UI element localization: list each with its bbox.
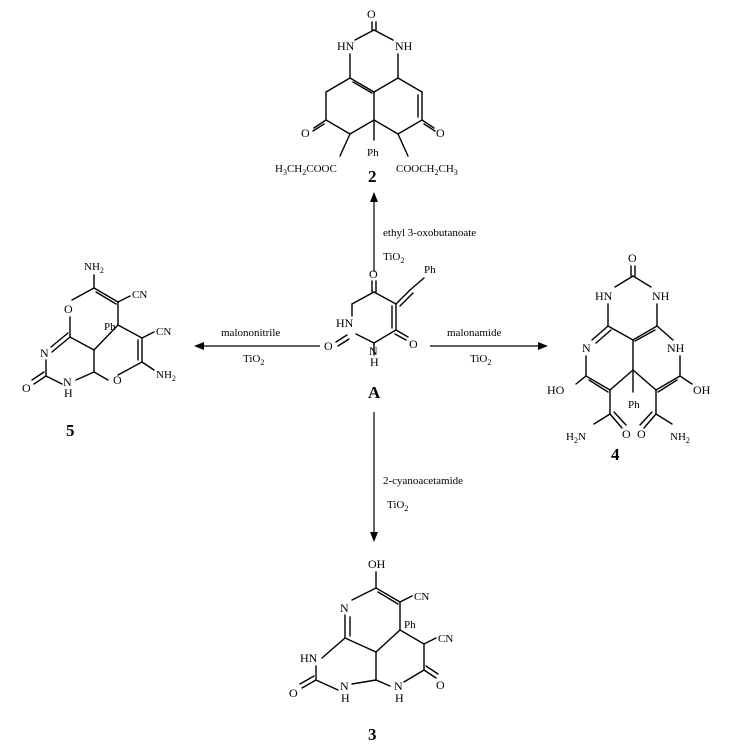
- compound-4: O HN NH N HO NH OH Ph: [547, 251, 711, 464]
- reagent-bottom-catalyst: TiO2: [387, 499, 408, 513]
- arrow-left: [194, 342, 320, 350]
- compound-label-3: 3: [368, 725, 377, 744]
- c3-nh-right: N: [394, 679, 403, 693]
- c5-nh: N: [63, 375, 72, 389]
- c5-carbonyl-o: O: [22, 381, 31, 395]
- a-h-bottom: H: [370, 355, 379, 369]
- compound-3: OH N CN Ph CN O N H HN O N H: [289, 557, 453, 744]
- c3-carbonyl-o: O: [289, 686, 298, 700]
- a-oxygen-left: O: [324, 339, 333, 353]
- a-nh-bottom: N: [369, 344, 378, 358]
- c3-lactam-o: O: [436, 678, 445, 692]
- c3-oh: OH: [368, 557, 386, 571]
- c3-h-bottom: H: [341, 691, 350, 705]
- arrow-down: [370, 412, 378, 542]
- c3-hn: HN: [300, 651, 318, 665]
- c3-n: N: [340, 601, 349, 615]
- c4-nh2-left: H2N: [566, 431, 586, 445]
- reagent-right-catalyst: TiO2: [470, 353, 491, 367]
- c4-nh2-right: NH2: [670, 431, 690, 445]
- c5-phenyl: Ph: [104, 321, 116, 333]
- c3-cn-right: CN: [438, 633, 453, 645]
- c5-cn-top: CN: [132, 289, 147, 301]
- c4-phenyl: Ph: [628, 399, 640, 411]
- c2-ester-left: H3CH2COOC: [275, 163, 337, 177]
- a-nh-left: HN: [336, 316, 354, 330]
- c5-n: N: [40, 346, 49, 360]
- c2-oxygen-top: O: [367, 7, 376, 21]
- c5-cn-right: CN: [156, 326, 171, 338]
- c5-h: H: [64, 386, 73, 400]
- reagent-left-name: malononitrile: [221, 327, 280, 339]
- c5-ring-o-bottom: O: [113, 373, 122, 387]
- compound-5: NH2 O CN Ph CN O NH2 N O N H 5: [22, 261, 176, 440]
- a-oxygen-right: O: [409, 337, 418, 351]
- c2-ketone-o-left: O: [301, 126, 310, 140]
- c4-oh: OH: [693, 383, 711, 397]
- c4-n-left: N: [582, 341, 591, 355]
- c3-phenyl: Ph: [404, 619, 416, 631]
- c3-nh-bottom: N: [340, 679, 349, 693]
- compound-label-A: A: [368, 383, 381, 402]
- c2-ketone-o-right: O: [436, 126, 445, 140]
- compound-label-5: 5: [66, 421, 75, 440]
- c3-cn-top: CN: [414, 591, 429, 603]
- compound-A: O O O HN N H Ph A: [324, 264, 436, 402]
- a-phenyl: Ph: [424, 264, 436, 276]
- c4-nh: NH: [667, 341, 685, 355]
- c4-amide-o-right: O: [637, 427, 646, 441]
- reagent-left-catalyst: TiO2: [243, 353, 264, 367]
- reagent-bottom-name: 2-cyanoacetamide: [383, 475, 463, 487]
- arrow-up: [370, 192, 378, 272]
- reagent-top-catalyst: TiO2: [383, 251, 404, 265]
- c4-oxygen-top: O: [628, 251, 637, 265]
- c2-ester-right: COOCH2CH3: [396, 163, 458, 177]
- c4-amide-o-left: O: [622, 427, 631, 441]
- a-oxygen-top: O: [369, 267, 378, 281]
- compound-2: O HN NH O O Ph H3CH2COOC: [275, 7, 458, 186]
- c4-ho: HO: [547, 383, 565, 397]
- reagent-right-name: malonamide: [447, 327, 501, 339]
- c4-hn-left: HN: [595, 289, 613, 303]
- c5-nh2-bottom: NH2: [156, 369, 176, 383]
- compound-label-2: 2: [368, 167, 377, 186]
- arrow-right: [430, 342, 548, 350]
- c4-nh-right: NH: [652, 289, 670, 303]
- reagent-top-name: ethyl 3-oxobutanoate: [383, 227, 476, 239]
- c2-hn-left: HN: [337, 39, 355, 53]
- c5-nh2-top: NH2: [84, 261, 104, 275]
- c2-phenyl: Ph: [367, 147, 379, 159]
- compound-label-4: 4: [611, 445, 620, 464]
- c5-ring-o-top: O: [64, 302, 73, 316]
- c2-nh-right: NH: [395, 39, 413, 53]
- c3-h-right: H: [395, 691, 404, 705]
